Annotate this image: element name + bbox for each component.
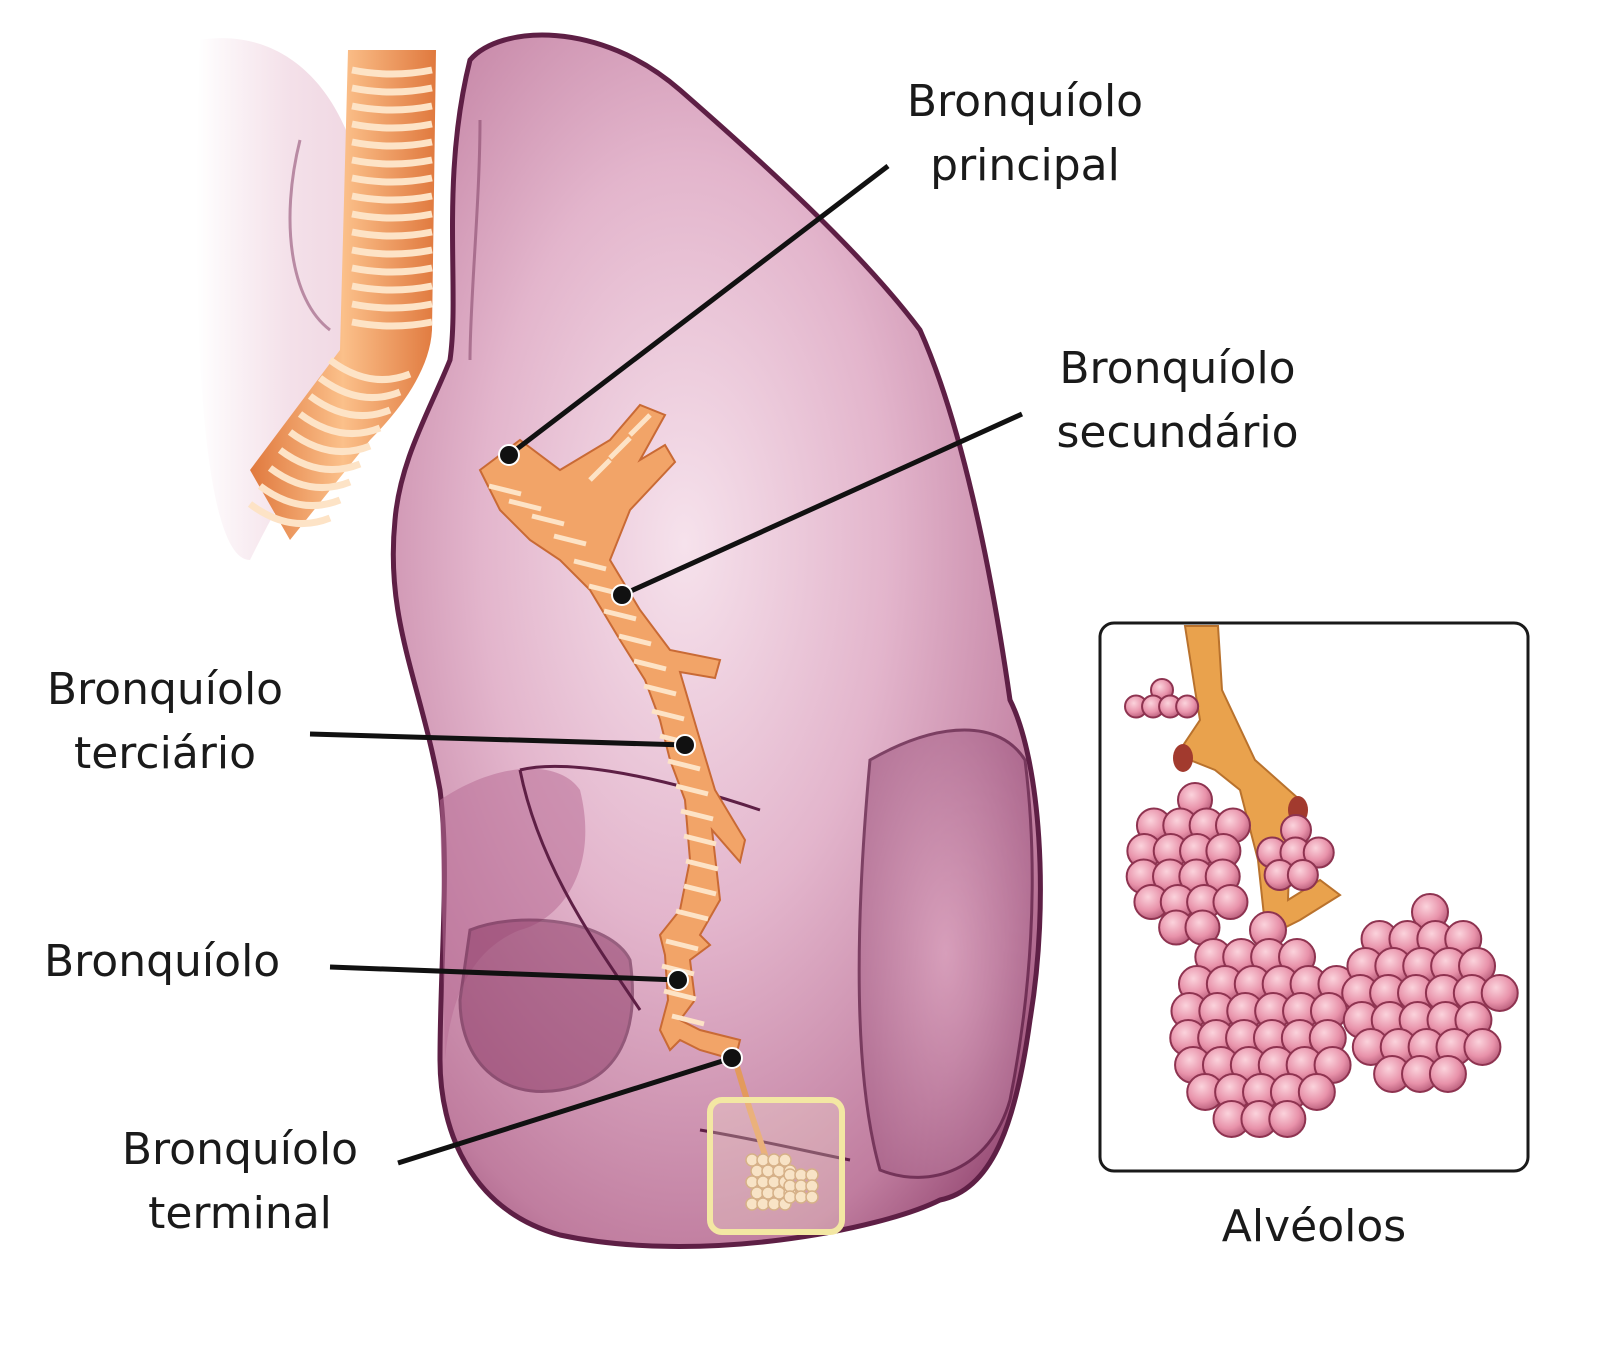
highlight-box [707,1097,845,1235]
label-bronquiolo-terciario: Bronquíolo terciário [20,658,310,786]
label-terciario-line1: Bronquíolo [46,664,284,715]
label-terminal-line2: terminal [148,1188,332,1239]
dot-bronquiolo [667,969,689,991]
inset-caption: Alvéolos [1100,1195,1528,1259]
alveoli-inset [1098,621,1530,1173]
leader-line-secundario [620,411,1024,598]
label-principal-line1: Bronquíolo [906,76,1144,127]
right-lung [390,32,1043,1249]
dot-principal [498,444,520,466]
leader-line-bronquiolo [329,964,679,983]
label-terminal-line1: Bronquíolo [121,1124,359,1175]
leader-line-terciario [309,731,686,748]
label-bronquiolo-line1: Bronquíolo [44,936,281,987]
dot-terminal [721,1047,743,1069]
leader-dots [498,444,743,1069]
trachea [247,50,436,540]
label-bronquiolo-principal: Bronquíolo principal [880,70,1170,198]
leader-lines [309,164,1024,1166]
label-secundario-line2: secundário [1056,407,1299,458]
inset-caption-text: Alvéolos [1221,1201,1407,1252]
dot-terciario [674,734,696,756]
bronchial-tree [478,403,773,1171]
label-bronquiolo-terminal: Bronquíolo terminal [95,1118,385,1246]
alveoli-small [745,1153,819,1211]
label-terciario-line2: terciário [73,728,257,779]
leader-line-principal [507,164,890,457]
label-principal-line2: principal [930,140,1120,191]
label-secundario-line1: Bronquíolo [1059,343,1296,394]
label-bronquiolo-secundario: Bronquíolo secundário [1030,337,1325,465]
leader-line-terminal [397,1055,733,1166]
dot-secundario [611,584,633,606]
label-bronquiolo: Bronquíolo [44,930,324,994]
